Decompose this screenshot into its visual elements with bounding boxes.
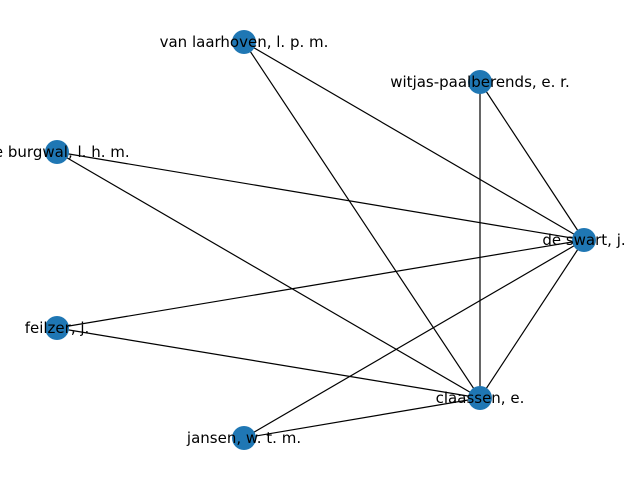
node-label-witjas: witjas-paalberends, e. r.: [390, 73, 570, 91]
node-witjas: [468, 70, 492, 94]
node-claassen: [468, 386, 492, 410]
node-van_laarhoven: [232, 30, 256, 54]
edge-van_laarhoven-claassen: [243, 41, 481, 399]
label-layer: van laarhoven, l. p. m. witjas-paalberend…: [0, 33, 626, 447]
edge-witjas-de_swart: [479, 81, 585, 241]
edge-feilzer-claassen: [56, 327, 481, 399]
edge-layer: [56, 41, 585, 439]
edge-van_laarhoven-de_swart: [243, 41, 585, 241]
edge-de_swart-claassen: [479, 239, 585, 399]
node-feilzer: [45, 316, 69, 340]
edge-de_swart-feilzer: [56, 239, 585, 329]
node-layer: [45, 30, 596, 450]
node-de_burgwal: [45, 140, 69, 164]
node-label-de_burgwal: de burgwal, l. h. m.: [0, 143, 130, 161]
edge-claassen-jansen: [243, 397, 481, 439]
edge-de_burgwal-de_swart: [56, 151, 585, 241]
node-label-feilzer: feilzer, j.: [25, 319, 90, 337]
node-label-claassen: claassen, e.: [436, 389, 525, 407]
node-label-jansen: jansen, w. t. m.: [186, 429, 301, 447]
node-jansen: [232, 426, 256, 450]
edge-de_burgwal-claassen: [56, 151, 481, 399]
node-label-de_swart: de swart, j.: [542, 231, 625, 249]
edge-de_swart-jansen: [243, 239, 585, 439]
node-de_swart: [572, 228, 596, 252]
node-label-van_laarhoven: van laarhoven, l. p. m.: [160, 33, 329, 51]
